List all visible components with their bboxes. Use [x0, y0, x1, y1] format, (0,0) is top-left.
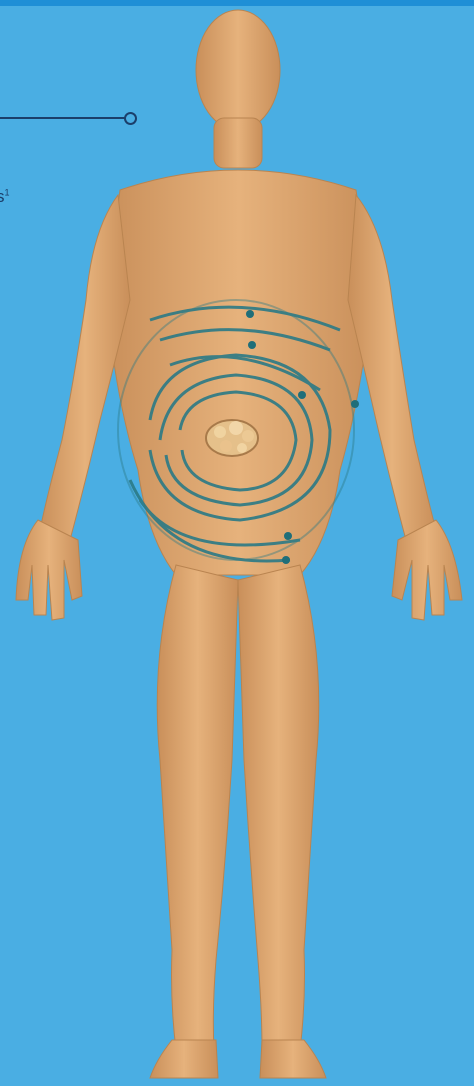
intestinal-mass-icon: [206, 420, 258, 456]
